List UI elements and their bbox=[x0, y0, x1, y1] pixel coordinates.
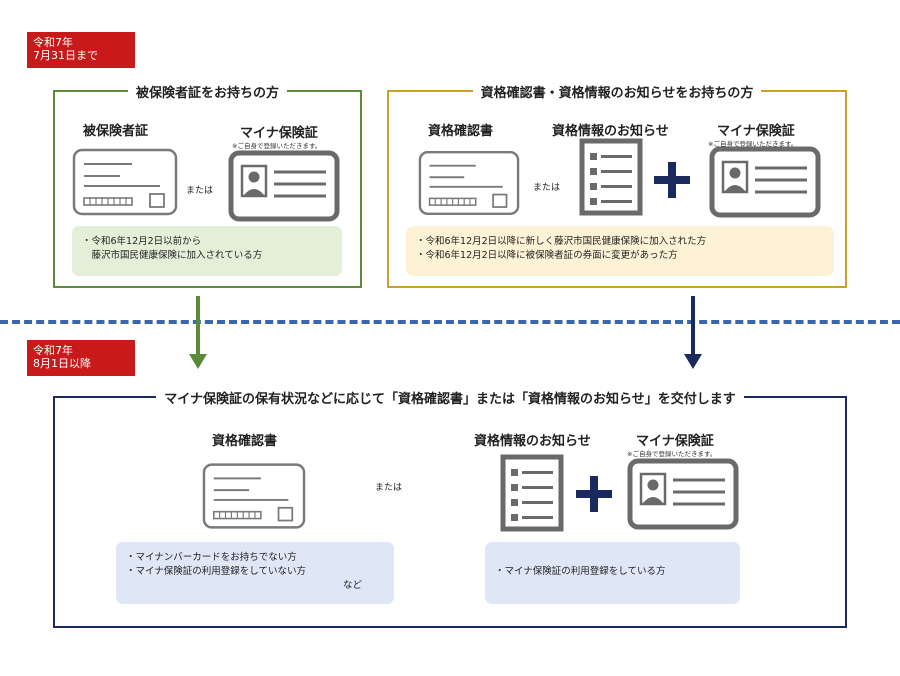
period-badge-line1: 令和7年 bbox=[33, 344, 73, 357]
info-line: ・令和6年12月2日以前から bbox=[82, 236, 202, 247]
frame-certificate-holders: 資格確認書・資格情報のお知らせをお持ちの方 bbox=[387, 86, 847, 288]
info-box-right: ・令和6年12月2日以降に新しく藤沢市国民健康保険に加入された方 ・令和6年12… bbox=[406, 226, 834, 276]
or-label: または bbox=[375, 483, 403, 493]
period-badge-line2: 8月1日以降 bbox=[33, 357, 91, 370]
label-insurance-card: 被保険者証 bbox=[83, 124, 149, 139]
info-line: ・令和6年12月2日以降に被保険者証の券面に変更があった方 bbox=[416, 250, 678, 261]
notice-document-icon bbox=[579, 138, 643, 216]
or-label: または bbox=[186, 186, 214, 196]
info-box-bottom-right: ・マイナ保険証の利用登録をしている方 bbox=[485, 542, 740, 604]
info-box-bottom-left: ・マイナンバーカードをお持ちでない方 ・マイナ保険証の利用登録をしていない方 な… bbox=[116, 542, 394, 604]
label-qualification-notice: 資格情報のお知らせ bbox=[474, 434, 591, 449]
period-divider bbox=[0, 320, 900, 324]
info-line: ・マイナンバーカードをお持ちでない方 bbox=[126, 552, 297, 563]
frame-issuance: マイナ保険証の保有状況などに応じて「資格確認書」または「資格情報のお知らせ」を交… bbox=[53, 392, 847, 628]
label-qualification-certificate: 資格確認書 bbox=[428, 124, 494, 139]
info-line: ・マイナ保険証の利用登録をしていない方 bbox=[126, 566, 307, 577]
down-arrow-icon bbox=[188, 296, 208, 370]
insurance-card-icon bbox=[418, 150, 520, 216]
down-arrow-icon bbox=[683, 296, 703, 370]
my-number-card-icon bbox=[228, 150, 340, 222]
period-badge-until: 令和7年 7月31日まで bbox=[27, 32, 135, 68]
my-number-card-icon bbox=[626, 458, 740, 530]
insurance-card-icon bbox=[72, 148, 178, 216]
info-line: ・マイナ保険証の利用登録をしている方 bbox=[495, 566, 666, 577]
frame-title: 被保険者証をお持ちの方 bbox=[127, 86, 287, 101]
info-line: ・令和6年12月2日以降に新しく藤沢市国民健康保険に加入された方 bbox=[416, 236, 707, 247]
frame-title: マイナ保険証の保有状況などに応じて「資格確認書」または「資格情報のお知らせ」を交… bbox=[156, 392, 744, 407]
period-badge-line2: 7月31日まで bbox=[33, 49, 98, 62]
note-self-registration: ※ご自身で登録いただきます。 bbox=[708, 140, 798, 148]
plus-icon bbox=[652, 160, 692, 200]
label-qualification-notice: 資格情報のお知らせ bbox=[552, 124, 669, 139]
plus-icon bbox=[574, 474, 614, 514]
label-my-insurance-card: マイナ保険証 bbox=[636, 434, 714, 449]
info-line: 藤沢市国民健康保険に加入されている方 bbox=[82, 250, 263, 261]
label-qualification-certificate: 資格確認書 bbox=[212, 434, 278, 449]
frame-title: 資格確認書・資格情報のお知らせをお持ちの方 bbox=[472, 86, 762, 101]
note-self-registration: ※ご自身で登録いただきます。 bbox=[627, 450, 717, 458]
frame-insurance-card-holders: 被保険者証をお持ちの方 bbox=[53, 86, 362, 288]
info-box-left: ・令和6年12月2日以前から 藤沢市国民健康保険に加入されている方 bbox=[72, 226, 342, 276]
insurance-card-icon bbox=[202, 462, 306, 530]
label-my-insurance-card: マイナ保険証 bbox=[240, 126, 318, 141]
notice-document-icon bbox=[500, 454, 564, 532]
period-badge-line1: 令和7年 bbox=[33, 36, 73, 49]
note-self-registration: ※ご自身で登録いただきます。 bbox=[232, 142, 322, 150]
info-line-etc: など bbox=[342, 580, 362, 591]
label-my-insurance-card: マイナ保険証 bbox=[717, 124, 795, 139]
or-label: または bbox=[533, 183, 561, 193]
my-number-card-icon bbox=[708, 146, 822, 218]
period-badge-from: 令和7年 8月1日以降 bbox=[27, 340, 135, 376]
